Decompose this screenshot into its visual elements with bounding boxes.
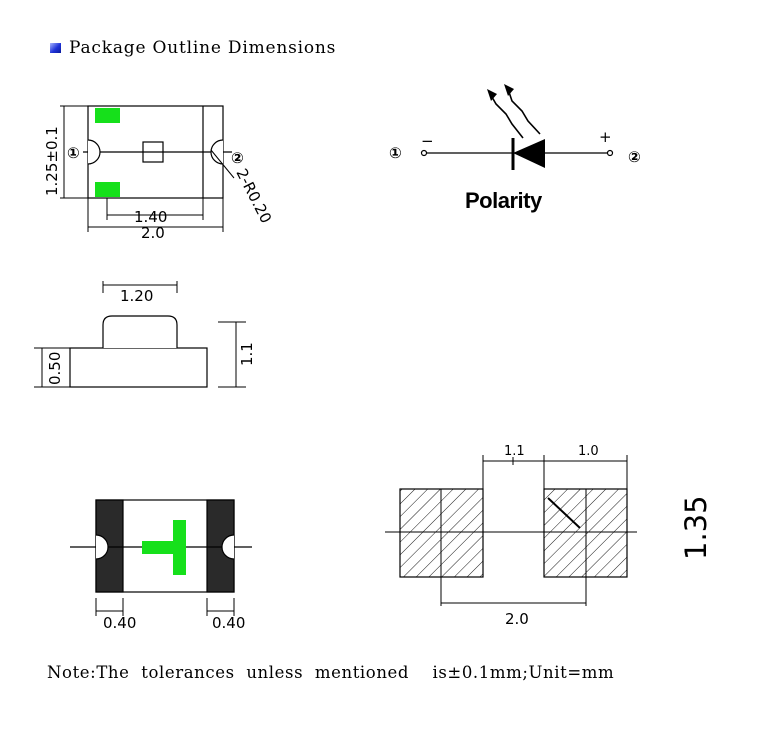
side-view-lens: [102, 315, 178, 348]
bottom-view-polarity-mark-stem: [173, 520, 186, 575]
top-view-pad-span-label: 1.40: [134, 208, 167, 226]
side-view-lens-width-label: 1.20: [120, 287, 153, 305]
top-view-pad-bottom: [95, 182, 120, 197]
top-view-pin2-label: ②: [231, 149, 244, 167]
footprint-height-label: 1.35: [679, 495, 713, 560]
polarity-plus-label: +: [599, 128, 612, 146]
footprint-pad-width-label: 1.0: [578, 444, 599, 459]
side-view: [34, 281, 246, 388]
footprint-span-label: 2.0: [505, 610, 529, 628]
footprint: [385, 455, 637, 606]
top-view-radius-label: 2-R0.20: [232, 166, 275, 227]
polarity-pin2-label: ②: [628, 148, 641, 166]
bottom-view-left-pad-label: 0.40: [103, 614, 136, 632]
square-bullet-icon: [50, 43, 61, 53]
top-view-pin1-label: ①: [67, 144, 80, 162]
polarity-symbol: [420, 84, 614, 170]
polarity-label: Polarity: [465, 188, 543, 213]
bottom-view-notch-right: [221, 534, 235, 560]
side-view-base: [69, 347, 208, 388]
top-view-notch-right: [210, 139, 224, 165]
bottom-view-right-pad-label: 0.40: [212, 614, 245, 632]
top-view: [60, 105, 235, 232]
top-view-notch-left: [87, 139, 101, 165]
section-heading: Package Outline Dimensions: [50, 38, 336, 58]
diode-triangle: [513, 139, 545, 168]
heading-text: Package Outline Dimensions: [69, 38, 337, 58]
side-view-total-height-label: 1.1: [238, 342, 256, 366]
polarity-pin1-label: ①: [389, 144, 402, 162]
bottom-view-notch-left: [95, 534, 109, 560]
tolerance-note: Note:The tolerances unless mentioned is±…: [47, 663, 615, 682]
bottom-view: [70, 499, 252, 616]
bottom-view-polarity-mark-bar: [142, 541, 177, 554]
polarity-minus-label: −: [421, 132, 434, 150]
top-view-width-label: 2.0: [141, 224, 165, 242]
side-view-base-height-label: 0.50: [46, 352, 64, 385]
top-view-pad-top: [95, 108, 120, 123]
top-view-height-label: 1.25±0.1: [43, 126, 61, 196]
footprint-gap-label: 1.1: [504, 444, 525, 459]
